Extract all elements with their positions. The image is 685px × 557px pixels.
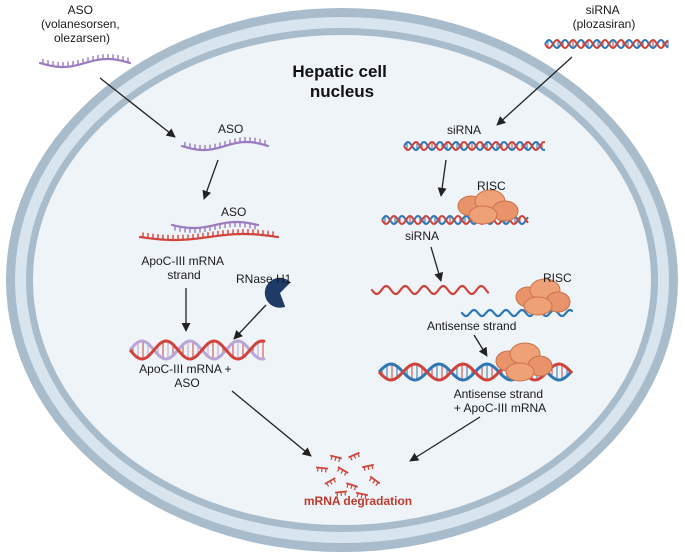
risc-complex-2: [515, 278, 571, 316]
aso-strand: [180, 137, 270, 152]
arrow-rnase-recruit: [233, 304, 267, 340]
mrna-degradation-label: mRNA degradation: [304, 494, 412, 508]
rnase-h1-enzyme: [264, 277, 291, 308]
aso-source-label: ASO (volanesorsen, olezarsen): [41, 3, 123, 45]
arrow-target-binding: [473, 334, 488, 357]
aso-label-2: ASO: [221, 205, 246, 219]
arrow-risc-loading: [437, 159, 447, 197]
arrow-sirna-entry: [496, 56, 573, 126]
aso-mrna-helix: [128, 339, 266, 361]
rnase-h1-label: RNase H1: [236, 272, 292, 286]
aso-source-strand: [38, 54, 132, 69]
sirna-source-duplex: [544, 38, 669, 50]
risc-complex-1: [457, 189, 519, 225]
aso-mrna-hybridizing: [138, 220, 280, 242]
arrow-aso-entry: [99, 77, 176, 138]
risc-complex-3: [495, 342, 553, 382]
arrow-aso-binding: [202, 159, 219, 200]
arrow-aso-degradation: [231, 390, 312, 457]
risc-label: RISC: [477, 179, 506, 193]
arrow-sirna-degradation: [409, 416, 481, 462]
sirna-label: siRNA: [447, 123, 481, 137]
antisense-strand-label: Antisense strand: [427, 319, 516, 333]
risc-label-2: RISC: [543, 271, 572, 285]
arrow-strand-separation: [430, 246, 444, 282]
aso-label: ASO: [218, 122, 243, 136]
sirna-source-label: siRNA (plozasiran): [573, 3, 636, 31]
sirna-label-2: siRNA: [405, 229, 439, 243]
antisense-mrna-helix: [377, 362, 574, 382]
antisense-apoc-label: Antisense strand + ApoC-III mRNA: [454, 387, 547, 415]
apoc-aso-label: ApoC-III mRNA + ASO: [139, 362, 235, 390]
pathway-arrows: [99, 56, 573, 462]
apoc-strand-label: ApoC-III mRNA strand: [141, 254, 226, 282]
sirna-duplex: [403, 140, 546, 152]
mrna-fragments: [315, 451, 381, 499]
nucleus-title: Hepatic cell nucleus: [292, 62, 391, 101]
cleaved-sense-strand: [370, 284, 490, 296]
